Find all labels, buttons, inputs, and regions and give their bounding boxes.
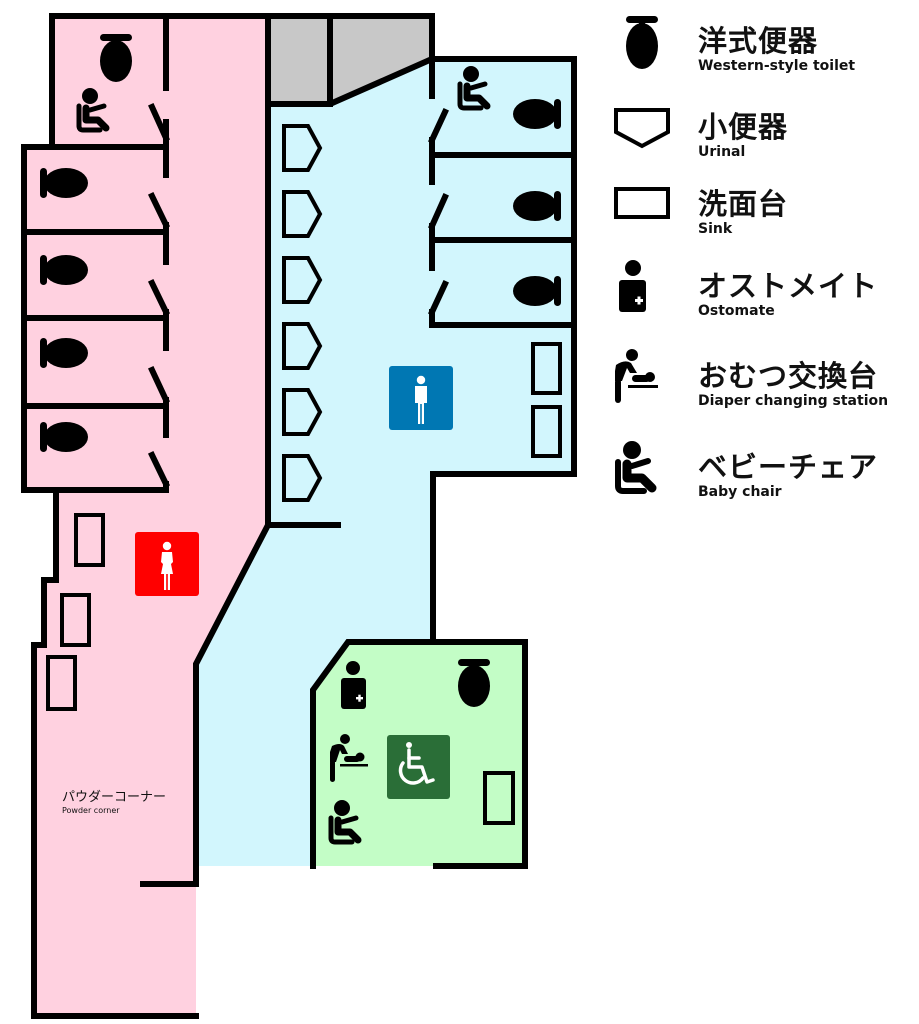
ostomate-icon [619,260,646,312]
womens-fixtures [40,34,199,711]
legend-item-ostomate: オストメイト Ostomate [610,255,910,325]
western-toilet-icon [626,16,658,69]
storage-area [268,16,432,104]
legend-label-en: Ostomate [698,303,775,319]
legend-label-en: Western-style toilet [698,58,856,74]
legend-item-sink: 洗面台 Sink [610,173,910,243]
legend-label-ja: おむつ交換台 [698,359,879,393]
legend-item-diaper-changing: おむつ交換台 Diaper changing station [610,345,910,415]
legend-label-ja: 洗面台 [698,187,789,221]
legend-label-ja: 小便器 [698,110,789,144]
wheelchair-icon [398,742,435,785]
legend-label-en: Diaper changing station [698,393,889,409]
legend-label-en: Baby chair [698,484,782,500]
walls [21,13,577,1019]
sink-icon [60,593,91,647]
legend-item-urinal: 小便器 Urinal [610,96,910,166]
legend-item-western-toilet: 洋式便器 Western-style toilet [610,10,910,80]
accessible-fixtures [330,659,515,842]
legend-item-baby-chair: ベビーチェア Baby chair [610,436,910,506]
urinal-icon [614,108,670,149]
sink-icon [483,771,515,825]
legend-label-ja: 洋式便器 [698,24,819,58]
diaper-changing-icon [615,349,658,403]
legend-label-ja: ベビーチェア [698,450,879,484]
legend-label-ja: オストメイト [698,269,879,303]
powder-corner-label-ja: パウダーコーナー [62,790,167,805]
sink-icon [74,513,105,567]
sink-icon [531,342,562,395]
powder-corner-label: パウダーコーナー Powder corner [62,786,166,815]
sink-icon [531,405,562,458]
baby-chair-icon [615,441,657,494]
sink-icon [46,655,77,711]
powder-corner-label-en: Powder corner [62,806,120,815]
sink-icon [614,187,670,219]
legend-label-en: Sink [698,221,733,237]
legend-label-en: Urinal [698,144,746,160]
mens-fixtures [282,66,562,502]
mens-restroom-area [196,59,574,866]
